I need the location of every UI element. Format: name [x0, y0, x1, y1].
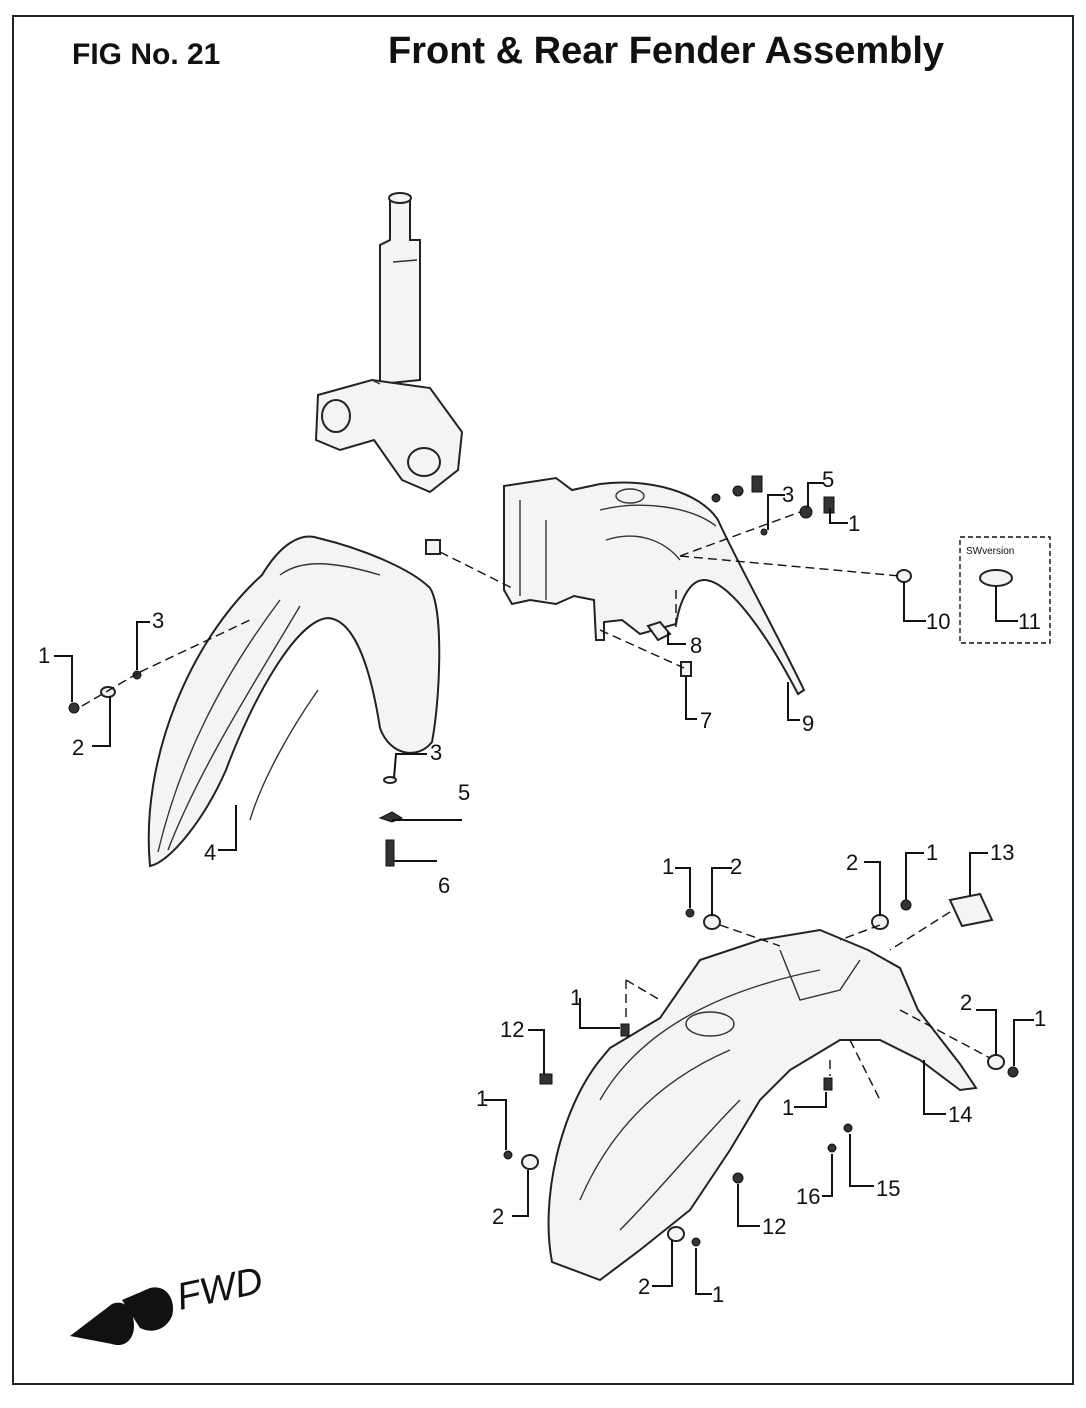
forward-direction-indicator: FWD: [70, 1260, 267, 1346]
callout-number: 4: [204, 840, 216, 865]
callout-number: 14: [948, 1102, 972, 1127]
inner-front-fender: [503, 476, 806, 696]
leader-lines: [54, 482, 1034, 1295]
callout-number: 7: [700, 708, 712, 733]
callout-number: 3: [152, 608, 164, 633]
assembly-lines: [81, 511, 991, 1101]
callout-number: 6: [438, 873, 450, 898]
callout-number: 2: [492, 1204, 504, 1229]
drawing-frame: [12, 15, 1074, 1385]
front-fender: [147, 535, 441, 868]
callout-number: 2: [638, 1274, 650, 1299]
figure-number: FIG No. 21: [72, 38, 221, 71]
callout-number: 10: [926, 609, 950, 634]
callout-number: 1: [476, 1086, 488, 1111]
callout-number: 2: [846, 850, 858, 875]
callout-number: 16: [796, 1184, 820, 1209]
figure-title: Front & Rear Fender Assembly: [388, 30, 945, 72]
callout-number: 2: [730, 854, 742, 879]
callout-number: 3: [782, 482, 794, 507]
callout-number: 1: [1034, 1006, 1046, 1031]
callout-number: 12: [762, 1214, 786, 1239]
callout-number: 11: [1018, 609, 1041, 634]
callout-number: 2: [72, 735, 84, 760]
callout-number: 1: [662, 854, 674, 879]
callout-number: 5: [458, 780, 470, 805]
callout-number: 1: [38, 643, 50, 668]
callout-number: 1: [926, 840, 938, 865]
callout-number: 1: [570, 985, 582, 1010]
callout-number: 5: [822, 467, 834, 492]
variant-box-label: SWversion: [966, 546, 1014, 557]
callout-number: 13: [990, 840, 1014, 865]
callout-number: 15: [876, 1176, 900, 1201]
rear-fender: [547, 928, 978, 1282]
fwd-arrow-icon: [70, 1302, 134, 1346]
callout-number: 12: [500, 1017, 524, 1042]
callout-number: 2: [960, 990, 972, 1015]
steering-stem: [314, 192, 464, 494]
callout-number: 1: [712, 1282, 724, 1307]
callout-number: 1: [782, 1095, 794, 1120]
callout-number: 3: [430, 740, 442, 765]
callouts-inner-front-fender: 5 3 1 8 7 9 10 11: [690, 467, 1041, 736]
callout-number: 1: [848, 511, 860, 536]
callout-number: 8: [690, 633, 702, 658]
callout-number: 9: [802, 711, 814, 736]
callouts-rear-fender: 1 2 2 1 13 1 12 2 1 1 14 1 2 12 16 15 2 …: [476, 840, 1046, 1307]
fwd-label: FWD: [173, 1260, 266, 1319]
variant-box: [959, 536, 1051, 644]
callouts-front-fender: 1 2 3 4 3 5 6: [38, 608, 470, 898]
